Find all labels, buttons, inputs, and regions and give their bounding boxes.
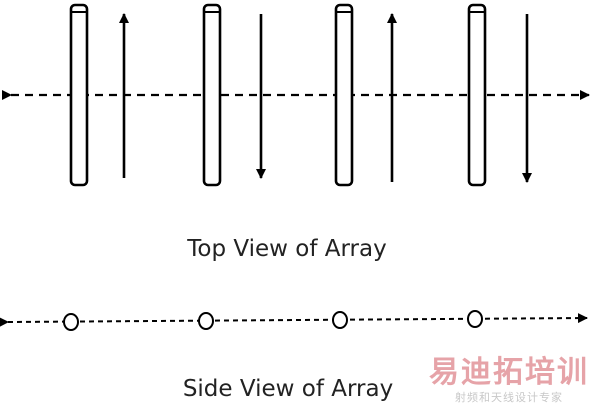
side-view-caption: Side View of Array: [182, 376, 394, 402]
top-view-element-3: [334, 3, 354, 187]
side-view-element-1: [63, 313, 79, 331]
watermark-main-text: 易迪拓培训: [429, 355, 589, 390]
top-view-element-2: [202, 3, 222, 187]
top-view-current-arrows: [119, 13, 532, 183]
top-view-caption: Top View of Array: [187, 236, 387, 262]
side-view-element-2: [198, 312, 214, 330]
side-view-element-3: [332, 311, 348, 329]
watermark-sub-text: 射频和天线设计专家: [455, 391, 563, 404]
side-view-axis-line: [0, 313, 588, 328]
top-view-elements: [69, 3, 487, 187]
watermark-logo: 易迪拓培训 射频和天线设计专家: [418, 355, 600, 411]
top-view-element-4: [467, 3, 487, 187]
side-view-elements: [63, 310, 483, 331]
side-view-element-4: [467, 310, 483, 328]
top-view-element-1: [69, 3, 89, 187]
